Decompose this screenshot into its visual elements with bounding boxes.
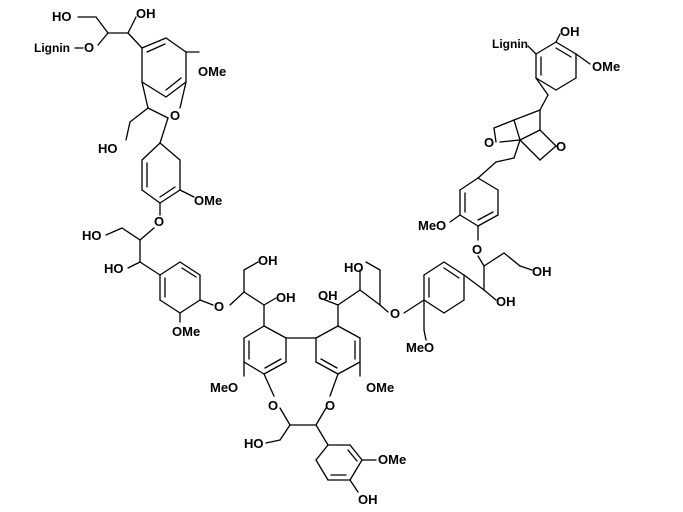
label-top-ome: OMe [592, 59, 620, 74]
label-top-oh: OH [560, 24, 580, 39]
label-u3-ome: OMe [172, 324, 200, 339]
label-r2-meo: MeO [418, 218, 446, 233]
label-dbdo-ome-right: OMe [366, 380, 394, 395]
label-dbdo-ome-left: MeO [210, 380, 238, 395]
label-r2-oh2: OH [496, 294, 516, 309]
label-dbdo-ho: HO [244, 436, 264, 451]
label-r-o: O [390, 306, 400, 321]
label-r-oh: OH [318, 288, 338, 303]
label-u1-ring-o: O [170, 108, 180, 123]
label-u3-ho2: HO [104, 261, 124, 276]
label-r-meo: MeO [406, 340, 434, 355]
label-u1-o: O [84, 40, 94, 55]
bond-lines [74, 16, 591, 493]
label-r2-o: O [472, 242, 482, 257]
label-u1-oh: OH [136, 6, 156, 21]
label-r-ho: HO [344, 260, 364, 275]
label-dbdo-o-left: O [268, 398, 278, 413]
label-res-o1: O [484, 135, 494, 150]
atom-labels: HO OH Lignin O OMe O HO OMe O HO HO OH O… [34, 6, 620, 507]
label-u3-o: O [214, 299, 224, 314]
label-top-lignin: Lignin [492, 37, 528, 51]
label-link1-o: O [154, 214, 164, 229]
label-r2-oh: OH [532, 264, 552, 279]
label-bottom-oh: OH [358, 492, 378, 507]
label-dbdo-o-right: O [325, 398, 335, 413]
label-u1-ome: OMe [198, 64, 226, 79]
label-u2-ome: OMe [194, 193, 222, 208]
label-u1-ho: HO [52, 9, 72, 24]
label-bottom-ome: OMe [378, 452, 406, 467]
label-res-o2: O [556, 139, 566, 154]
label-u3-oh2: OH [276, 290, 296, 305]
label-u3-oh: OH [258, 253, 278, 268]
label-u1-lignin: Lignin [34, 41, 70, 55]
label-u3-ho: HO [82, 228, 102, 243]
label-u1-ho2: HO [98, 141, 118, 156]
